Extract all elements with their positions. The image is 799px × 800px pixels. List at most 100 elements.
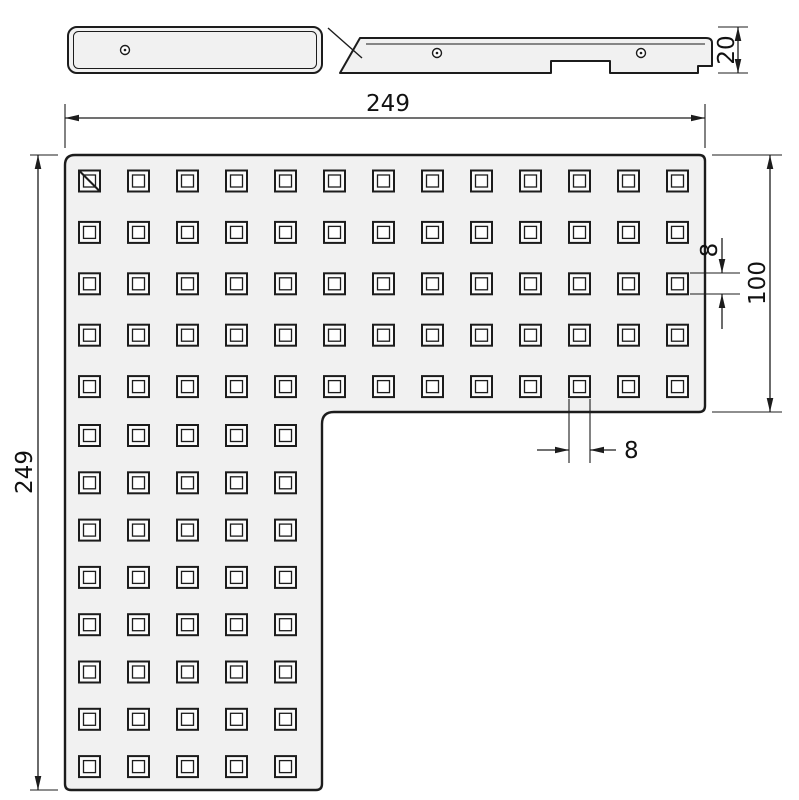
holes-layer bbox=[78, 169, 689, 779]
perforation-hole bbox=[617, 272, 640, 296]
perforation-hole bbox=[519, 220, 542, 244]
perforation-hole bbox=[78, 565, 101, 589]
side-view-left-bar-inner-edge bbox=[73, 31, 317, 69]
perforation-hole bbox=[78, 707, 101, 731]
perforation-hole bbox=[127, 220, 150, 244]
perforation-hole bbox=[78, 375, 101, 399]
hole-width-label: 8 bbox=[624, 438, 639, 464]
perforation-hole bbox=[78, 220, 101, 244]
perforation-hole bbox=[421, 169, 444, 193]
perforation-hole bbox=[176, 660, 199, 684]
perforation-hole bbox=[78, 755, 101, 779]
perforation-hole bbox=[323, 375, 346, 399]
perforation-hole bbox=[470, 375, 493, 399]
perforation-hole bbox=[176, 613, 199, 637]
perforation-hole bbox=[127, 707, 150, 731]
thickness-label: 20 bbox=[714, 35, 740, 64]
perforation-hole bbox=[274, 565, 297, 589]
perforation-hole bbox=[666, 220, 689, 244]
perforation-hole bbox=[176, 424, 199, 447]
hole-height-label: 8 bbox=[697, 243, 723, 258]
perforation-hole bbox=[372, 375, 395, 399]
perforation-hole bbox=[176, 471, 199, 495]
perforation-hole bbox=[176, 707, 199, 731]
perforation-hole bbox=[323, 272, 346, 296]
perforation-hole bbox=[519, 169, 542, 193]
perforation-hole bbox=[274, 518, 297, 542]
perforation-hole bbox=[470, 272, 493, 296]
top-width-label: 249 bbox=[366, 91, 410, 117]
plan-view bbox=[63, 153, 707, 792]
perforation-hole bbox=[78, 272, 101, 296]
dimension-hole-width: 8 bbox=[537, 399, 639, 464]
perforation-hole bbox=[225, 471, 248, 495]
perforation-hole bbox=[274, 169, 297, 193]
screw-hole-icon bbox=[431, 47, 443, 59]
perforation-hole bbox=[274, 755, 297, 779]
perforation-hole bbox=[225, 220, 248, 244]
perforation-hole bbox=[127, 323, 150, 347]
perforation-hole bbox=[127, 375, 150, 399]
perforation-hole bbox=[274, 375, 297, 399]
perforation-hole bbox=[127, 613, 150, 637]
dimension-band-height: 100 bbox=[712, 154, 782, 413]
perforation-hole bbox=[519, 323, 542, 347]
perforation-hole bbox=[225, 660, 248, 684]
screw-hole-icon bbox=[635, 47, 647, 59]
perforation-hole bbox=[372, 220, 395, 244]
perforation-hole bbox=[372, 169, 395, 193]
perforation-hole bbox=[176, 518, 199, 542]
perforation-hole bbox=[274, 272, 297, 296]
perforation-hole bbox=[78, 518, 101, 542]
section-hatch-mark bbox=[78, 169, 101, 193]
perforation-hole bbox=[127, 755, 150, 779]
perforation-hole bbox=[225, 375, 248, 399]
perforation-hole bbox=[274, 471, 297, 495]
dimension-hole-height: 8 bbox=[690, 238, 740, 329]
perforation-hole bbox=[568, 220, 591, 244]
perforation-hole bbox=[617, 375, 640, 399]
perforation-hole bbox=[519, 272, 542, 296]
perforation-hole bbox=[176, 323, 199, 347]
perforation-hole bbox=[666, 375, 689, 399]
perforation-hole bbox=[176, 169, 199, 193]
side-view-overlap-mark bbox=[327, 27, 363, 59]
side-view-left-bar bbox=[67, 26, 323, 74]
perforation-hole bbox=[274, 424, 297, 447]
perforation-hole bbox=[78, 660, 101, 684]
perforation-hole bbox=[127, 471, 150, 495]
dimension-left-height: 249 bbox=[12, 154, 58, 791]
perforation-hole bbox=[274, 707, 297, 731]
perforation-hole bbox=[666, 272, 689, 296]
side-view-right-strip bbox=[339, 37, 713, 74]
perforation-hole bbox=[470, 220, 493, 244]
band-height-label: 100 bbox=[745, 261, 771, 305]
screw-hole-icon bbox=[119, 44, 131, 56]
perforation-hole bbox=[274, 220, 297, 244]
perforation-hole bbox=[421, 323, 444, 347]
perforation-hole bbox=[372, 272, 395, 296]
perforation-hole bbox=[568, 272, 591, 296]
perforation-hole bbox=[225, 565, 248, 589]
perforation-hole bbox=[568, 169, 591, 193]
perforation-hole bbox=[225, 272, 248, 296]
perforation-hole bbox=[323, 323, 346, 347]
perforation-hole bbox=[421, 375, 444, 399]
perforation-hole bbox=[127, 660, 150, 684]
perforation-hole bbox=[274, 323, 297, 347]
perforation-hole bbox=[470, 169, 493, 193]
perforation-hole bbox=[617, 323, 640, 347]
perforation-hole bbox=[617, 220, 640, 244]
perforation-hole bbox=[225, 518, 248, 542]
perforation-hole bbox=[225, 424, 248, 447]
side-view bbox=[67, 26, 713, 74]
perforation-hole bbox=[78, 471, 101, 495]
perforation-hole bbox=[225, 323, 248, 347]
perforation-hole bbox=[225, 613, 248, 637]
perforation-hole bbox=[127, 424, 150, 447]
perforation-hole bbox=[470, 323, 493, 347]
perforation-hole bbox=[274, 613, 297, 637]
perforation-hole bbox=[274, 660, 297, 684]
